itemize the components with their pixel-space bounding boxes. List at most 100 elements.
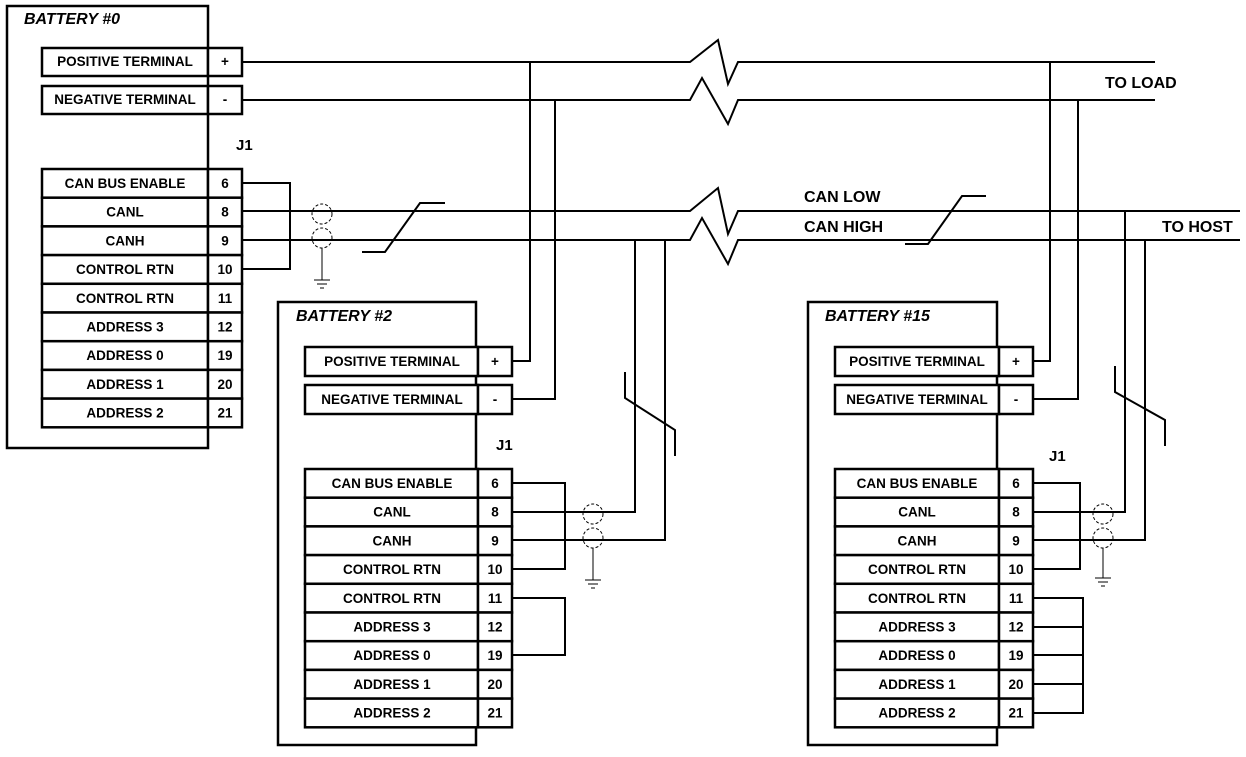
svg-text:-: - <box>223 92 228 107</box>
battery-15-title: BATTERY #15 <box>825 308 931 325</box>
battery-15-positive-terminal: POSITIVE TERMINAL + <box>833 345 1035 378</box>
svg-text:+: + <box>491 354 499 369</box>
can-high-wire <box>242 215 1240 267</box>
svg-text:20: 20 <box>217 377 232 392</box>
positive-bus-wire <box>242 38 1155 88</box>
svg-text:ADDRESS 0: ADDRESS 0 <box>878 648 955 663</box>
svg-text:CAN BUS ENABLE: CAN BUS ENABLE <box>332 476 453 491</box>
battery-15-address-bus <box>1033 597 1084 714</box>
svg-text:ADDRESS 1: ADDRESS 1 <box>86 377 164 392</box>
svg-text:ADDRESS 3: ADDRESS 3 <box>353 620 431 635</box>
svg-text:6: 6 <box>221 176 229 191</box>
svg-text:CAN BUS ENABLE: CAN BUS ENABLE <box>65 176 186 191</box>
svg-text:6: 6 <box>491 476 499 491</box>
svg-text:10: 10 <box>217 262 232 277</box>
svg-text:CONTROL RTN: CONTROL RTN <box>76 291 174 306</box>
svg-text:8: 8 <box>491 505 499 520</box>
svg-text:CANH: CANH <box>373 533 412 548</box>
battery-2-pin-table: CAN BUS ENABLE 6 CANL 8 CANH 9 CONTROL R… <box>303 467 514 729</box>
power-bus: TO LOAD <box>242 38 1177 400</box>
svg-text:CONTROL RTN: CONTROL RTN <box>868 591 966 606</box>
svg-text:CONTROL RTN: CONTROL RTN <box>868 562 966 577</box>
svg-text:ADDRESS 2: ADDRESS 2 <box>86 406 163 421</box>
twisted-pair-mark <box>905 195 986 245</box>
svg-text:20: 20 <box>487 677 502 692</box>
svg-text:-: - <box>493 392 498 407</box>
battery-0-enable-loop <box>242 182 291 270</box>
svg-text:21: 21 <box>1008 706 1024 721</box>
svg-text:21: 21 <box>487 706 503 721</box>
svg-text:CANH: CANH <box>106 233 145 248</box>
battery-2-negative-drop <box>512 100 556 400</box>
svg-text:10: 10 <box>487 562 502 577</box>
can-low-wire <box>242 186 1240 238</box>
svg-text:ADDRESS 2: ADDRESS 2 <box>878 706 955 721</box>
svg-text:8: 8 <box>221 205 229 220</box>
battery-0-negative-terminal: NEGATIVE TERMINAL - <box>40 84 244 116</box>
svg-text:POSITIVE TERMINAL: POSITIVE TERMINAL <box>57 54 193 69</box>
svg-text:8: 8 <box>1012 505 1020 520</box>
can-bus: CAN LOW CAN HIGH TO HOST <box>242 182 1240 714</box>
svg-text:12: 12 <box>217 320 232 335</box>
battery-0-pin-table: CAN BUS ENABLE 6 CANL 8 CANH 9 CONTROL R… <box>40 167 244 429</box>
svg-text:POSITIVE TERMINAL: POSITIVE TERMINAL <box>324 354 460 369</box>
svg-text:20: 20 <box>1008 677 1023 692</box>
battery-2-canl-drop <box>512 240 636 513</box>
battery-15-enable-loop <box>1033 482 1081 570</box>
svg-text:ADDRESS 3: ADDRESS 3 <box>86 320 164 335</box>
battery-0: BATTERY #0 POSITIVE TERMINAL + NEGATIVE … <box>5 4 253 450</box>
svg-text:19: 19 <box>217 348 232 363</box>
svg-text:ADDRESS 1: ADDRESS 1 <box>353 677 431 692</box>
svg-text:ADDRESS 1: ADDRESS 1 <box>878 677 956 692</box>
battery-2-title: BATTERY #2 <box>296 308 392 325</box>
svg-text:11: 11 <box>1009 591 1024 606</box>
battery-15-canl-drop <box>1033 211 1126 513</box>
battery-2-positive-drop <box>512 62 531 362</box>
svg-text:CONTROL RTN: CONTROL RTN <box>343 562 441 577</box>
battery-2-negative-terminal: NEGATIVE TERMINAL - <box>303 383 514 416</box>
svg-text:9: 9 <box>491 533 499 548</box>
svg-text:6: 6 <box>1012 476 1020 491</box>
battery-2-positive-terminal: POSITIVE TERMINAL + <box>303 345 514 378</box>
ground-icon <box>1095 577 1111 587</box>
svg-text:CANH: CANH <box>898 533 937 548</box>
svg-text:NEGATIVE TERMINAL: NEGATIVE TERMINAL <box>846 392 988 407</box>
ground-icon <box>314 279 330 289</box>
svg-text:+: + <box>221 54 229 69</box>
twisted-pair-mark <box>624 372 676 456</box>
svg-text:+: + <box>1012 354 1020 369</box>
can-low-label: CAN LOW <box>804 189 881 206</box>
svg-text:19: 19 <box>1008 648 1023 663</box>
svg-text:CAN BUS ENABLE: CAN BUS ENABLE <box>857 476 978 491</box>
battery-2-enable-loop <box>512 482 566 570</box>
can-high-label: CAN HIGH <box>804 219 883 236</box>
svg-text:NEGATIVE TERMINAL: NEGATIVE TERMINAL <box>54 92 196 107</box>
svg-text:ADDRESS 0: ADDRESS 0 <box>353 648 430 663</box>
battery-15-negative-terminal: NEGATIVE TERMINAL - <box>833 383 1035 416</box>
battery-2-address-loop <box>512 597 566 656</box>
svg-text:19: 19 <box>487 648 502 663</box>
negative-bus-wire <box>242 75 1155 127</box>
svg-text:11: 11 <box>488 591 503 606</box>
battery-2-canh-drop <box>512 240 666 541</box>
svg-text:9: 9 <box>1012 533 1020 548</box>
svg-text:ADDRESS 0: ADDRESS 0 <box>86 348 163 363</box>
battery-2: BATTERY #2 POSITIVE TERMINAL + NEGATIVE … <box>276 300 514 747</box>
battery-0-title: BATTERY #0 <box>24 11 120 28</box>
to-load-label: TO LOAD <box>1105 75 1177 92</box>
twisted-pair-mark <box>1114 366 1166 446</box>
battery-2-connector-label: J1 <box>496 437 513 454</box>
svg-text:CONTROL RTN: CONTROL RTN <box>343 591 441 606</box>
battery-15: BATTERY #15 POSITIVE TERMINAL + NEGATIVE… <box>806 300 1066 747</box>
svg-text:21: 21 <box>217 406 233 421</box>
svg-text:-: - <box>1014 392 1019 407</box>
svg-text:CONTROL RTN: CONTROL RTN <box>76 262 174 277</box>
svg-text:12: 12 <box>487 620 502 635</box>
svg-text:ADDRESS 2: ADDRESS 2 <box>353 706 430 721</box>
battery-15-positive-drop <box>1033 62 1051 362</box>
battery-15-canh-drop <box>1033 240 1146 541</box>
svg-text:CANL: CANL <box>898 505 936 520</box>
svg-text:9: 9 <box>221 233 229 248</box>
svg-text:10: 10 <box>1008 562 1023 577</box>
to-host-label: TO HOST <box>1162 219 1233 236</box>
